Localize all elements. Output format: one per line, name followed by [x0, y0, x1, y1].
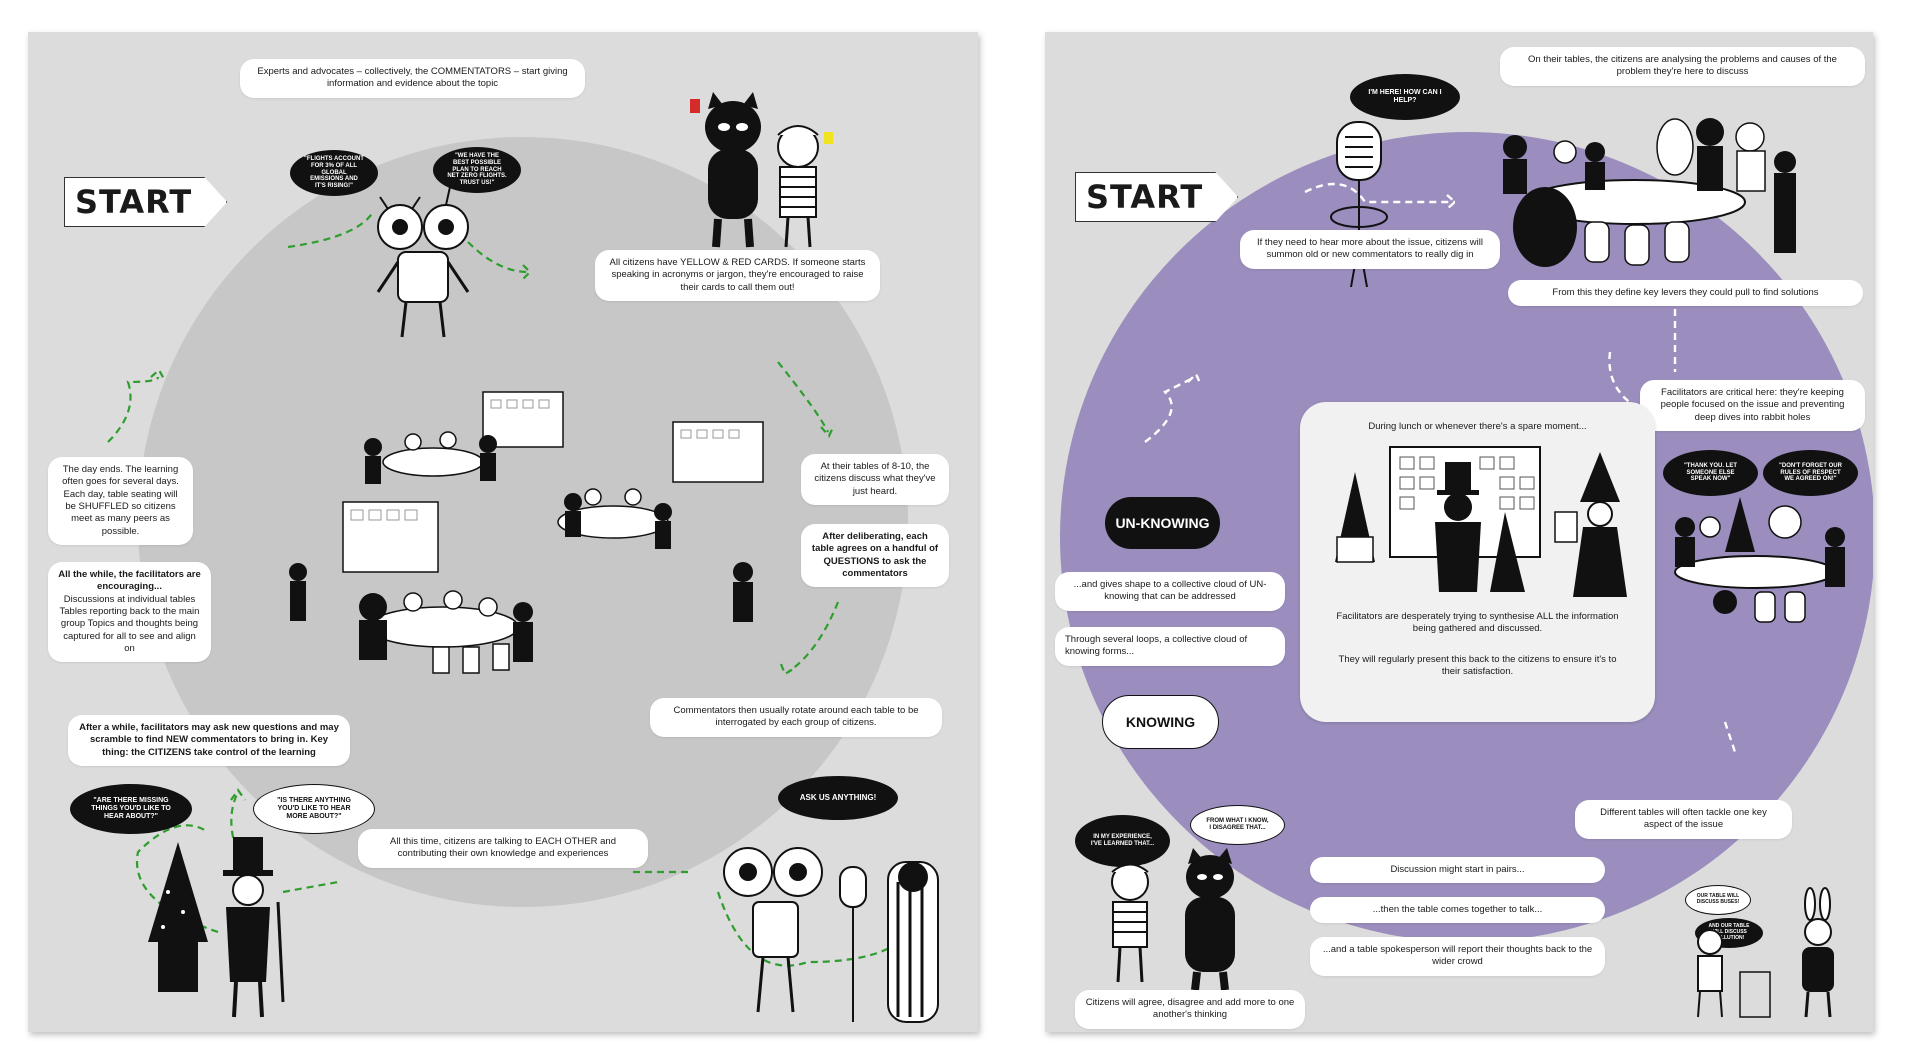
note-table-together: ...then the table comes together to talk… [1310, 897, 1605, 923]
note-tables-discuss: At their tables of 8-10, the citizens di… [801, 454, 949, 505]
bubble-dont-forget: "Don't forget our rules of respect we ag… [1763, 450, 1858, 496]
facilitators-body: Discussions at individual tables Tables … [58, 594, 201, 656]
note-levers: From this they define key levers they co… [1508, 280, 1863, 306]
note-commentators-start: Experts and advocates – collectively, th… [240, 59, 585, 98]
note-facilitators-encouraging: All the while, the facilitators are enco… [48, 562, 211, 662]
bubble-someone-else: "Thank you. Let someone else speak now" [1663, 450, 1758, 496]
child-and-rabbit-figures [1670, 912, 1860, 1022]
bubble-flights-global: "Flights account for 3% of all global em… [290, 150, 378, 196]
cat-and-boy-with-cards-figure [688, 87, 838, 252]
note-summon: If they need to hear more about the issu… [1240, 230, 1500, 269]
note-pairs: Discussion might start in pairs... [1310, 857, 1605, 883]
facilitators-at-board-scene [1315, 442, 1645, 602]
note-several-loops: Through several loops, a collective clou… [1055, 627, 1285, 666]
note-citizens-agree: Citizens will agree, disagree and add mo… [1075, 990, 1305, 1029]
note-different-tables: Different tables will often tackle one k… [1575, 800, 1792, 839]
right-poster: START On their tables, the citizens are … [1045, 32, 1873, 1032]
bubble-discuss-buses: Our table will discuss buses! [1685, 885, 1751, 915]
note-present-back: They will regularly present this back to… [1320, 647, 1635, 686]
note-synthesise: Facilitators are desperately trying to s… [1320, 604, 1635, 643]
round-table-citizens-scene [1475, 107, 1805, 277]
start-label: START [64, 177, 227, 227]
bubble-ask-anything: Ask us anything! [778, 776, 898, 820]
note-questions: After deliberating, each table agrees on… [801, 524, 949, 587]
bubble-best-plan: "We have the best possible plan to reach… [433, 147, 521, 193]
left-poster: START Experts and advocates – collective… [28, 32, 978, 1032]
note-facilitators-critical: Facilitators are critical here: they're … [1640, 380, 1865, 431]
wizard-and-top-hat-figures [138, 832, 288, 1022]
cloud-knowing: KNOWING [1102, 695, 1219, 749]
two-headed-commentator-figure [358, 197, 488, 347]
start-label-right: START [1075, 172, 1238, 222]
facilitators-title: All the while, the facilitators are enco… [58, 569, 201, 594]
bubble-im-here: I'm here! How can I help? [1350, 74, 1460, 120]
note-new-questions: After a while, facilitators may ask new … [68, 715, 350, 766]
note-rotate: Commentators then usually rotate around … [650, 698, 942, 737]
facilitated-table-scene [1645, 497, 1865, 627]
note-day-ends: The day ends. The learning often goes fo… [48, 457, 193, 545]
bubble-anything-hear: "Is there anything you'd like to hear mo… [253, 784, 375, 834]
citizens-assembly-tables-scene [273, 382, 773, 702]
commentators-group-figures [718, 842, 968, 1032]
boy-and-cat-pair-figures [1085, 852, 1275, 992]
cloud-unknowing: UN-KNOWING [1105, 497, 1220, 549]
note-analysing: On their tables, the citizens are analys… [1500, 47, 1865, 86]
note-lunch: During lunch or whenever there's a spare… [1340, 414, 1615, 440]
note-spokesperson: ...and a table spokesperson will report … [1310, 937, 1605, 976]
note-each-other: All this time, citizens are talking to E… [358, 829, 648, 868]
note-cloud-unknowing: ...and gives shape to a collective cloud… [1055, 572, 1285, 611]
note-yellow-red-cards: All citizens have YELLOW & RED CARDS. If… [595, 250, 880, 301]
bubble-what-i-know: From what I know, I disagree that... [1190, 805, 1285, 845]
synthesis-card: During lunch or whenever there's a spare… [1300, 402, 1655, 722]
bubble-missing-things: "Are there missing things you'd like to … [70, 784, 192, 834]
